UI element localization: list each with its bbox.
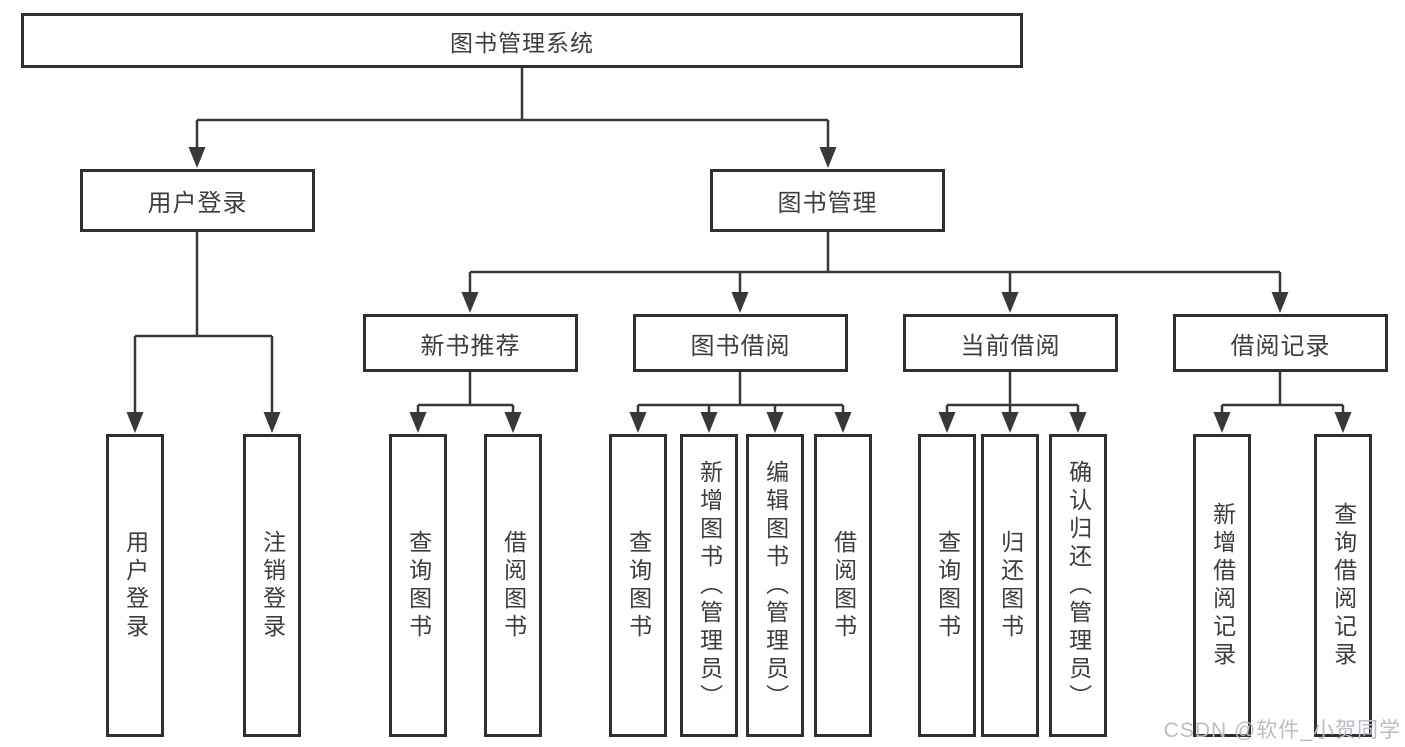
leaf-bb-edit-book-admin: 编辑图书（管理员）	[746, 434, 804, 737]
leaf-cb-return-books: 归还图书	[981, 434, 1039, 737]
leaf-cb-query-books: 查询图书	[918, 434, 976, 737]
node-current-borrowing: 当前借阅	[903, 314, 1118, 372]
connector-new-book-to-leaves	[416, 370, 515, 420]
leaf-user-login: 用户登录	[106, 434, 164, 737]
leaf-br-add-borrow-record: 新增借阅记录	[1193, 434, 1251, 737]
connector-user-login-to-leaves	[133, 231, 274, 420]
connector-root-to-level2	[195, 68, 830, 155]
leaf-logout: 注销登录	[243, 434, 301, 737]
csdn-watermark: CSDN @软件_小贺同学	[1163, 719, 1401, 742]
leaf-nb-borrow-books: 借阅图书	[484, 434, 542, 737]
leaf-bb-query-books: 查询图书	[609, 434, 667, 737]
node-new-book-recommend: 新书推荐	[363, 314, 578, 372]
node-book-borrowing: 图书借阅	[633, 314, 848, 372]
leaf-br-query-borrow-record: 查询借阅记录	[1314, 434, 1372, 737]
connector-book-borrow-to-leaves	[636, 370, 845, 420]
node-book-management: 图书管理	[710, 169, 945, 232]
node-root-library-system: 图书管理系统	[21, 13, 1023, 68]
leaf-nb-query-books: 查询图书	[389, 434, 447, 737]
leaf-cb-confirm-return-admin: 确认归还（管理员）	[1049, 434, 1107, 737]
node-user-login: 用户登录	[80, 169, 315, 232]
connector-borrow-record-to-leaves	[1220, 370, 1345, 420]
connector-book-mgmt-to-level3	[468, 231, 1282, 300]
node-borrowing-records: 借阅记录	[1173, 314, 1388, 372]
leaf-bb-borrow-books: 借阅图书	[814, 434, 872, 737]
leaf-bb-add-book-admin: 新增图书（管理员）	[680, 434, 738, 737]
